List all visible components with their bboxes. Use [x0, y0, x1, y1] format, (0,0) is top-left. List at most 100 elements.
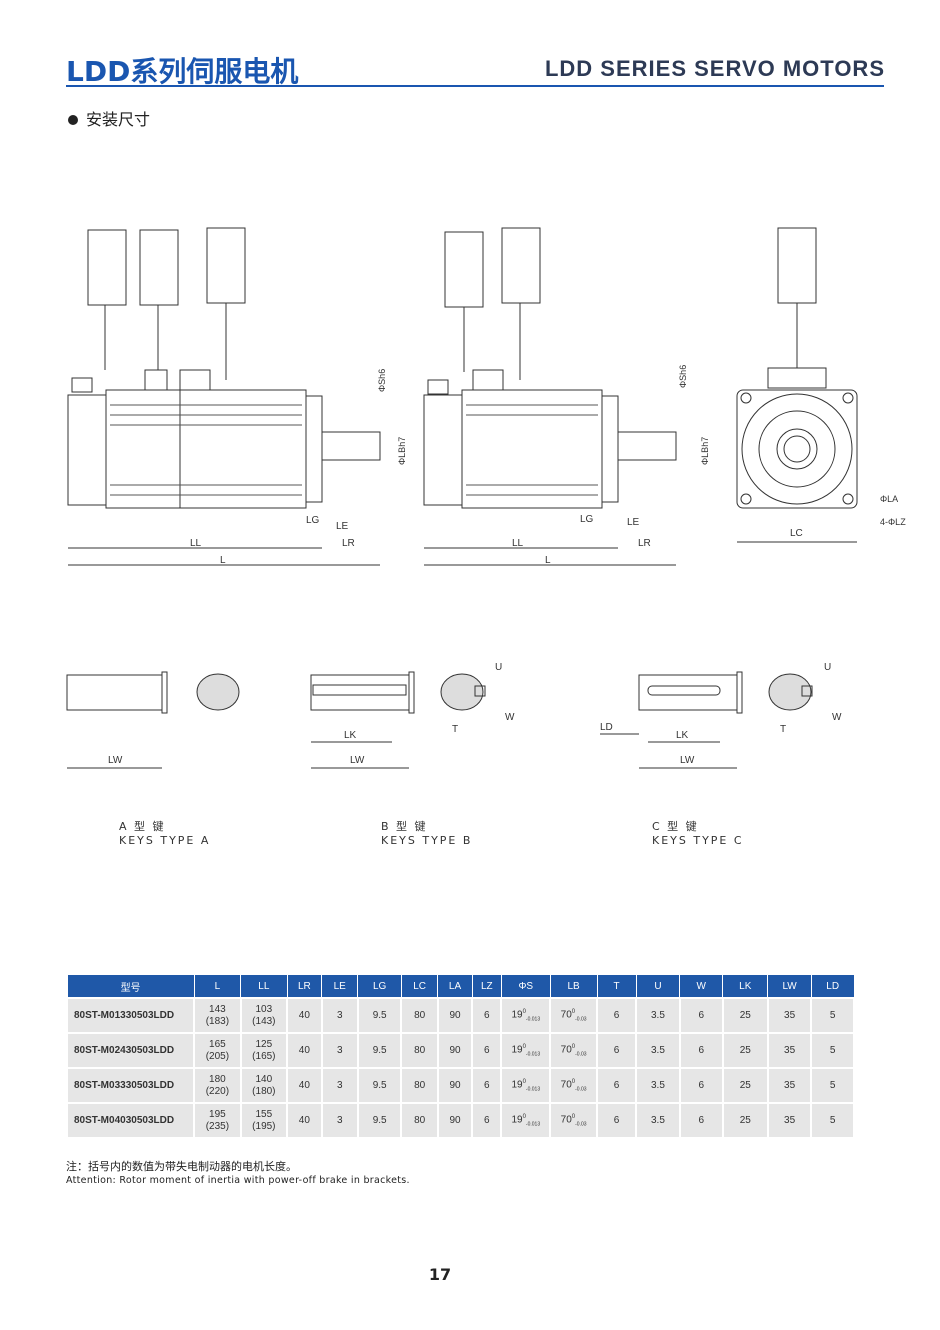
LE-cell: 3	[320, 1067, 359, 1104]
LL-cell: 125(165)	[239, 1032, 289, 1069]
key-type-c-drawing: LD LK LW U T W	[600, 662, 842, 769]
dim-LE-1: LE	[336, 521, 349, 532]
motor-front-view: LC ΦLA 4-ΦLZ	[736, 227, 906, 543]
LR-cell: 40	[286, 1102, 323, 1139]
model-cell: 80ST-M01330503LDD	[65, 997, 196, 1034]
dim-U-b: U	[495, 662, 502, 673]
dim-LW-b: LW	[350, 755, 365, 766]
LG-cell: 9.5	[356, 1102, 403, 1139]
dim-LR-1: LR	[342, 538, 355, 549]
dim-LG-2: LG	[580, 514, 594, 525]
dim-LL-2: LL	[512, 538, 524, 549]
column-header: 型号	[66, 974, 195, 999]
header-rule	[66, 85, 884, 87]
model-cell: 80ST-M04030503LDD	[65, 1102, 196, 1139]
column-header: LC	[400, 974, 439, 999]
dim-LK-b: LK	[344, 730, 357, 741]
dim-LZ: 4-ΦLZ	[880, 517, 906, 527]
column-header: LZ	[471, 974, 502, 999]
column-header: LK	[722, 974, 769, 999]
column-header: ΦS	[500, 974, 551, 999]
dim-W-c: W	[832, 712, 842, 723]
dim-T-c: T	[780, 724, 786, 735]
LL-cell: 103(143)	[239, 997, 289, 1034]
dim-LE-2: LE	[627, 517, 640, 528]
LG-cell: 9.5	[356, 1032, 403, 1069]
S-cell: 190-0.013	[500, 1102, 552, 1139]
column-header: T	[596, 974, 637, 999]
U-cell: 3.5	[635, 1102, 681, 1139]
dim-L-2: L	[545, 555, 551, 566]
dim-phiS-1: ΦSh6	[377, 369, 387, 392]
LB-cell: 700-0.03	[549, 1032, 598, 1069]
T-cell: 6	[595, 1032, 638, 1069]
dim-LD-c: LD	[600, 722, 613, 733]
dim-LG-1: LG	[306, 515, 320, 526]
column-header: U	[635, 974, 681, 999]
note-cn: 注：括号内的数值为带失电制动器的电机长度。	[66, 1160, 297, 1173]
motor-side-view-1: L LL LR LG LE ΦSh6 ΦLBh7	[67, 227, 407, 566]
LW-cell: 35	[766, 1102, 813, 1139]
model-cell: 80ST-M03330503LDD	[65, 1067, 196, 1104]
column-header: LL	[240, 974, 288, 999]
LE-cell: 3	[320, 997, 359, 1034]
LC-cell: 80	[400, 1102, 439, 1139]
W-cell: 6	[678, 1067, 724, 1104]
LE-cell: 3	[320, 1102, 359, 1139]
key-type-a-drawing: LW	[66, 671, 240, 769]
LA-cell: 90	[436, 1102, 474, 1139]
motor-drawings: L LL LR LG LE ΦSh6 ΦLBh7 L LL LR LG LE Φ…	[67, 227, 906, 566]
L-cell: 143(183)	[193, 997, 242, 1034]
dim-LL-1: LL	[190, 538, 202, 549]
U-cell: 3.5	[635, 997, 681, 1034]
dim-LW-a: LW	[108, 755, 123, 766]
dim-LR-2: LR	[638, 538, 651, 549]
page-number: 17	[428, 1265, 452, 1284]
LA-cell: 90	[436, 997, 474, 1034]
column-header: LW	[767, 974, 812, 999]
title-cn: LDD系列伺服电机	[66, 55, 299, 88]
LZ-cell: 6	[471, 997, 503, 1034]
U-cell: 3.5	[635, 1067, 681, 1104]
dim-phiLB-1: ΦLBh7	[397, 437, 407, 465]
motor-side-view-2: L LL LR LG LE ΦSh6 ΦLBh7	[423, 227, 710, 566]
T-cell: 6	[595, 997, 638, 1034]
LK-cell: 25	[721, 1102, 769, 1139]
S-cell: 190-0.013	[500, 1067, 552, 1104]
dim-LC: LC	[790, 528, 803, 539]
dim-phiS-2: ΦSh6	[678, 365, 688, 388]
LL-cell: 140(180)	[239, 1067, 289, 1104]
LC-cell: 80	[400, 1067, 439, 1104]
section-title: 安装尺寸	[86, 110, 151, 129]
note: 注：括号内的数值为带失电制动器的电机长度。 Attention: Rotor m…	[66, 1160, 410, 1188]
LW-cell: 35	[766, 997, 813, 1034]
dim-L-1: L	[220, 555, 226, 566]
note-en: Attention: Rotor moment of inertia with …	[66, 1175, 410, 1186]
LG-cell: 9.5	[356, 997, 403, 1034]
LD-cell: 5	[810, 1102, 855, 1139]
T-cell: 6	[595, 1102, 638, 1139]
LR-cell: 40	[286, 997, 323, 1034]
LB-cell: 700-0.03	[549, 997, 598, 1034]
LC-cell: 80	[400, 997, 439, 1034]
LZ-cell: 6	[471, 1067, 503, 1104]
dim-W-b: W	[505, 712, 515, 723]
column-header: LD	[810, 974, 855, 999]
L-cell: 165(205)	[193, 1032, 242, 1069]
section-heading: 安装尺寸	[68, 106, 150, 130]
dim-LW-c: LW	[680, 755, 695, 766]
LC-cell: 80	[400, 1032, 439, 1069]
LA-cell: 90	[436, 1032, 474, 1069]
LD-cell: 5	[810, 1032, 855, 1069]
W-cell: 6	[678, 997, 724, 1034]
column-header: LB	[549, 974, 598, 999]
LA-cell: 90	[436, 1067, 474, 1104]
LG-cell: 9.5	[356, 1067, 403, 1104]
